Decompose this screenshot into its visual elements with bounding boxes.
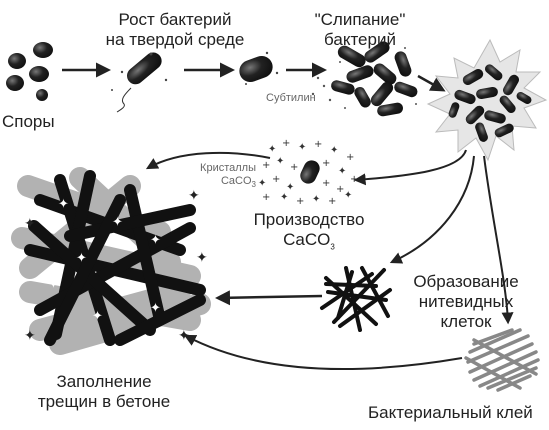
svg-text:✦: ✦ xyxy=(92,309,103,324)
arrow-production-to-filling xyxy=(145,151,271,170)
svg-text:✦: ✦ xyxy=(24,328,36,344)
arrow-burst-to-production xyxy=(353,149,467,186)
svg-text:✦: ✦ xyxy=(76,251,87,266)
label-filament: Образование нитевидных клеток xyxy=(396,272,536,332)
arrow-burst-to-glue xyxy=(483,155,514,325)
svg-text:✦: ✦ xyxy=(268,144,276,155)
svg-text:✦: ✦ xyxy=(312,194,320,205)
svg-text:✦: ✦ xyxy=(48,277,59,292)
svg-text:✦: ✦ xyxy=(298,142,306,153)
arrow-clump-to-burst xyxy=(417,74,446,92)
svg-text:+: + xyxy=(314,139,322,150)
label-filament-line2: нитевидных xyxy=(418,292,514,311)
svg-text:✦: ✦ xyxy=(286,182,294,193)
label-growth-line2: на твердой среде xyxy=(105,30,245,49)
label-filling-line1: Заполнение xyxy=(56,372,152,391)
label-growth-line1: Рост бактерий xyxy=(118,10,232,29)
svg-text:+: + xyxy=(282,138,290,149)
label-filament-line1: Образование xyxy=(413,272,519,291)
svg-text:+: + xyxy=(272,174,280,185)
label-production-formula: CaCO xyxy=(283,230,331,249)
label-filling: Заполнение трещин в бетоне xyxy=(24,372,184,412)
arrow-glue-to-filling xyxy=(183,334,463,371)
svg-text:+: + xyxy=(296,196,304,207)
label-crystals: Кристаллы CaCO3 xyxy=(190,162,256,191)
label-clumping-line1: "Слипание" xyxy=(314,10,406,29)
label-production-line2: CaCO3 xyxy=(244,230,374,257)
biofilm-burst xyxy=(426,38,548,162)
svg-text:✦: ✦ xyxy=(344,190,352,201)
svg-text:✦: ✦ xyxy=(276,156,284,167)
label-filament-line3: клеток xyxy=(440,312,492,331)
label-crystals-subscript: 3 xyxy=(251,180,256,190)
arrow-burst-to-filament xyxy=(389,155,475,264)
spores-group xyxy=(6,42,53,101)
svg-text:✦: ✦ xyxy=(178,328,190,344)
subtilin-dots xyxy=(311,47,417,109)
svg-text:✦: ✦ xyxy=(338,166,346,177)
label-production-line1: Производство xyxy=(253,210,365,229)
svg-text:✦: ✦ xyxy=(150,301,161,316)
svg-text:✦: ✦ xyxy=(124,279,135,294)
svg-text:+: + xyxy=(290,162,298,173)
label-clumping-line2: бактерий xyxy=(324,30,396,49)
svg-text:+: + xyxy=(346,152,354,163)
svg-text:✦: ✦ xyxy=(58,197,69,212)
label-glue: Бактериальный клей xyxy=(368,403,533,422)
label-filling-line2: трещин в бетоне xyxy=(37,392,171,411)
label-clumping: "Слипание" бактерий xyxy=(305,10,415,50)
svg-text:+: + xyxy=(322,158,330,169)
svg-text:✦: ✦ xyxy=(112,215,123,230)
svg-text:✦: ✦ xyxy=(330,145,338,156)
svg-text:+: + xyxy=(336,184,344,195)
single-bacterium xyxy=(239,51,279,85)
svg-text:✦: ✦ xyxy=(258,178,266,189)
filamentous-cells xyxy=(320,266,392,332)
label-growth: Рост бактерий на твердой среде xyxy=(100,10,250,50)
producing-bacterium xyxy=(300,160,320,184)
label-production-subscript: 3 xyxy=(330,242,335,252)
arrow-filament-to-filling xyxy=(215,290,323,306)
clumping-bacteria xyxy=(331,41,418,117)
svg-text:+: + xyxy=(322,178,330,189)
svg-text:✦: ✦ xyxy=(150,233,161,248)
crack-filling: ✦ ✦ ✦ ✦ ✦ ✦ ✦ ✦ ✦ ✦ ✦ ✦ ✦ xyxy=(11,167,211,355)
label-production: Производство CaCO3 xyxy=(244,210,374,257)
svg-text:+: + xyxy=(328,196,336,207)
svg-text:+: + xyxy=(262,192,270,203)
svg-text:✦: ✦ xyxy=(188,188,200,204)
label-crystals-line2: CaCO3 xyxy=(190,175,256,191)
svg-text:+: + xyxy=(262,160,270,171)
label-crystals-formula: CaCO xyxy=(220,175,252,187)
svg-text:✦: ✦ xyxy=(196,250,208,266)
bacterial-glue xyxy=(464,328,540,392)
growing-bacterium xyxy=(111,52,168,113)
svg-text:✦: ✦ xyxy=(24,216,36,232)
label-spores: Споры xyxy=(2,112,55,131)
label-crystals-line1: Кристаллы xyxy=(200,162,256,174)
label-subtilin: Субтилин xyxy=(266,92,316,104)
svg-text:✦: ✦ xyxy=(280,192,288,203)
